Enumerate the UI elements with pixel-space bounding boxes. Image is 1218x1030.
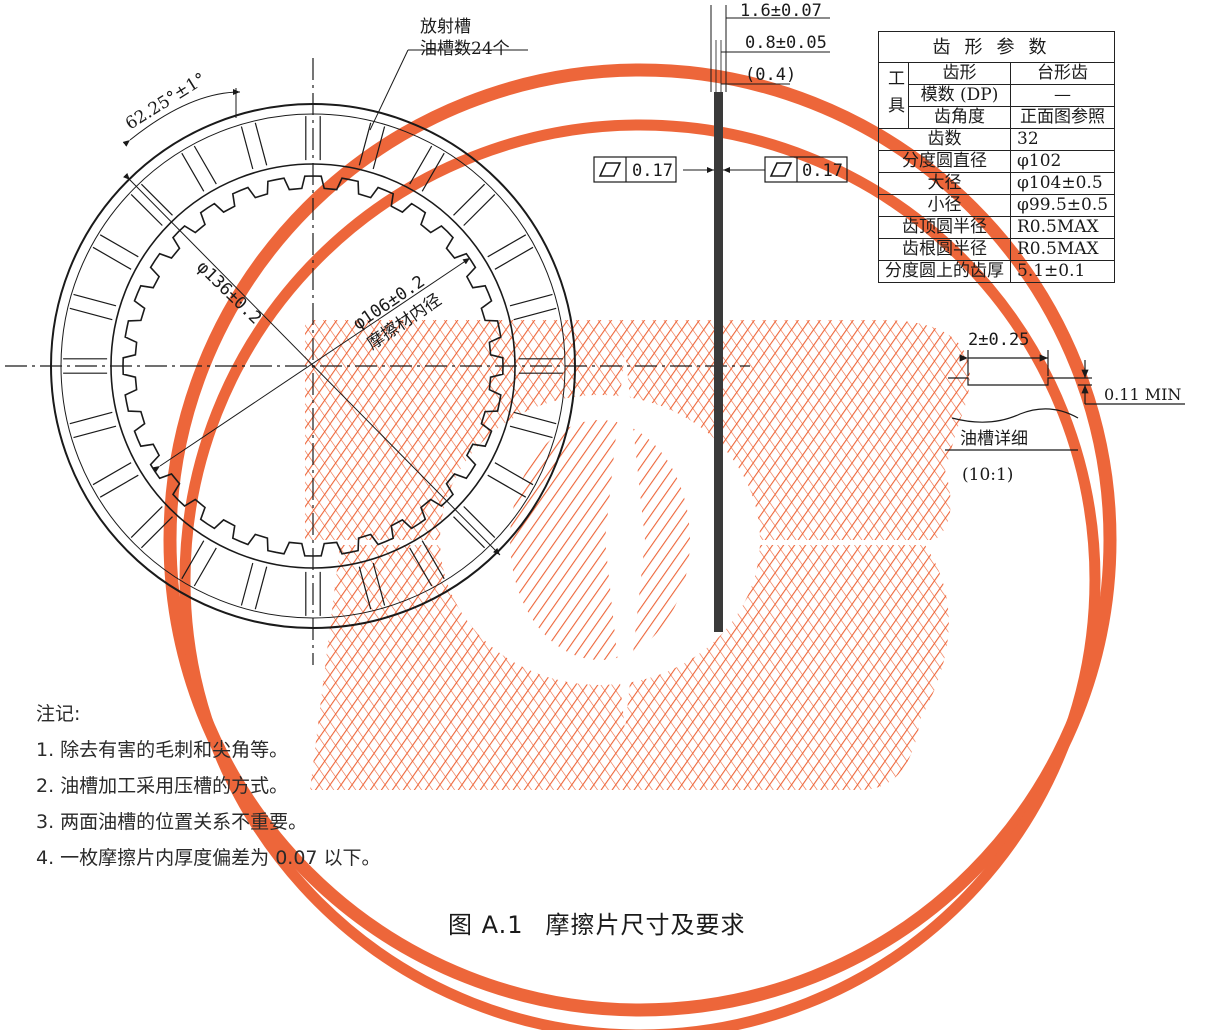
- core-thickness-dimension: 0.8±0.05: [745, 33, 827, 53]
- table-row-value: 台形齿: [1009, 62, 1116, 85]
- note-item: 3. 两面油槽的位置关系不重要。: [36, 811, 308, 833]
- oil-groove-line: [494, 246, 534, 270]
- outer-circle: [50, 103, 576, 629]
- table-row-value: 32: [1009, 128, 1116, 151]
- table-row-value: R0.5MAX: [1009, 216, 1116, 239]
- note-item: 4. 一枚摩擦片内厚度偏差为 0.07 以下。: [36, 847, 381, 869]
- table-row-label: 齿根圆半径: [878, 238, 1011, 261]
- oil-groove-line: [193, 145, 217, 185]
- note-item: 2. 油槽加工采用压槽的方式。: [36, 775, 289, 797]
- friction-material-inner-circle: [110, 163, 516, 569]
- note-item: 1. 除去有害的毛刺和尖角等。: [36, 739, 289, 761]
- oil-groove-line: [487, 234, 527, 258]
- notes-section: 注记: 1. 除去有害的毛刺和尖角等。 2. 油槽加工采用压槽的方式。 3. 两…: [36, 696, 381, 876]
- oil-groove-line: [73, 293, 117, 307]
- oil-groove-line: [463, 193, 496, 226]
- oil-groove-line: [140, 183, 173, 216]
- table-row-value: φ102: [1009, 150, 1116, 173]
- table-row-label: 大径: [878, 172, 1011, 195]
- oil-groove-line: [494, 462, 534, 486]
- table-row-value: φ104±0.5: [1009, 172, 1116, 195]
- figure-number: 图 A.1: [448, 911, 524, 939]
- oil-groove-line: [69, 307, 113, 321]
- oil-groove-line: [193, 547, 217, 587]
- oil-groove-line: [130, 506, 163, 539]
- groove-depth-dimension: 0.11 MIN: [1104, 385, 1181, 404]
- oil-groove-detail: [945, 350, 1185, 451]
- oil-groove-line: [509, 425, 553, 439]
- total-thickness-dimension: 1.6±0.07: [740, 1, 822, 21]
- table-row-label: 齿形: [908, 62, 1011, 85]
- oil-groove-line: [372, 126, 386, 170]
- table-title: 齿形参数: [877, 31, 1116, 63]
- oil-groove-line: [92, 462, 132, 486]
- oil-groove-line: [181, 152, 205, 192]
- groove-detail-title: 油槽详细: [960, 429, 1028, 449]
- table-row-label: 小径: [878, 194, 1011, 217]
- groove-count-label: 油槽数24个: [420, 39, 510, 59]
- flatness-right-value: 0.17: [802, 161, 843, 181]
- flatness-tolerance-right: [764, 156, 848, 183]
- table-row-value: φ99.5±0.5: [1009, 194, 1116, 217]
- flatness-left-value: 0.17: [632, 161, 673, 181]
- table-tool-header: 工具: [878, 62, 909, 129]
- table-row-label: 齿顶圆半径: [878, 216, 1011, 239]
- table-row-value: 正面图参照: [1009, 106, 1116, 129]
- oil-groove-line: [372, 562, 386, 606]
- reference-thickness-dimension: (0.4): [745, 65, 796, 85]
- angle-dimension: 62.25°±1°: [122, 69, 210, 134]
- radial-groove-label: 放射槽: [420, 17, 471, 37]
- groove-detail-scale: (10:1): [962, 465, 1013, 485]
- outer-circle-inner-line: [60, 113, 566, 619]
- oil-groove-line: [99, 234, 139, 258]
- side-view: [683, 5, 830, 632]
- groove-width-dimension: 2±0.25: [968, 330, 1029, 350]
- oil-groove-line: [358, 122, 372, 166]
- oil-groove-line: [453, 183, 486, 216]
- table-row-value: R0.5MAX: [1009, 238, 1116, 261]
- oil-groove-line: [92, 246, 132, 270]
- flatness-tolerance-left: [593, 156, 677, 183]
- figure-title: 摩擦片尺寸及要求: [545, 911, 746, 939]
- table-row-value: 5.1±0.1: [1009, 260, 1116, 283]
- oil-groove-line: [99, 474, 139, 498]
- oil-groove-line: [73, 425, 117, 439]
- table-row-label: 分度圆上的齿厚: [878, 260, 1011, 283]
- oil-groove-line: [240, 126, 254, 170]
- oil-groove-line: [358, 566, 372, 610]
- notes-title: 注记:: [36, 703, 81, 725]
- table-row-value: —: [1009, 84, 1116, 107]
- table-row-label: 齿角度: [908, 106, 1011, 129]
- oil-groove-line: [130, 193, 163, 226]
- oil-groove-line: [509, 293, 553, 307]
- oil-groove-line: [254, 566, 268, 610]
- table-row-label: 齿数: [878, 128, 1011, 151]
- oil-groove-line: [240, 562, 254, 606]
- plate-section: [714, 92, 723, 632]
- ring-dimensions: [122, 49, 528, 556]
- figure-caption: 图 A.1 摩擦片尺寸及要求: [448, 905, 746, 940]
- table-row-label: 模数 (DP): [908, 84, 1011, 107]
- oil-groove-line: [69, 411, 113, 425]
- table-row-label: 分度圆直径: [878, 150, 1011, 173]
- oil-groove-line: [513, 411, 557, 425]
- oil-groove-line: [254, 122, 268, 166]
- oil-groove-line: [513, 307, 557, 321]
